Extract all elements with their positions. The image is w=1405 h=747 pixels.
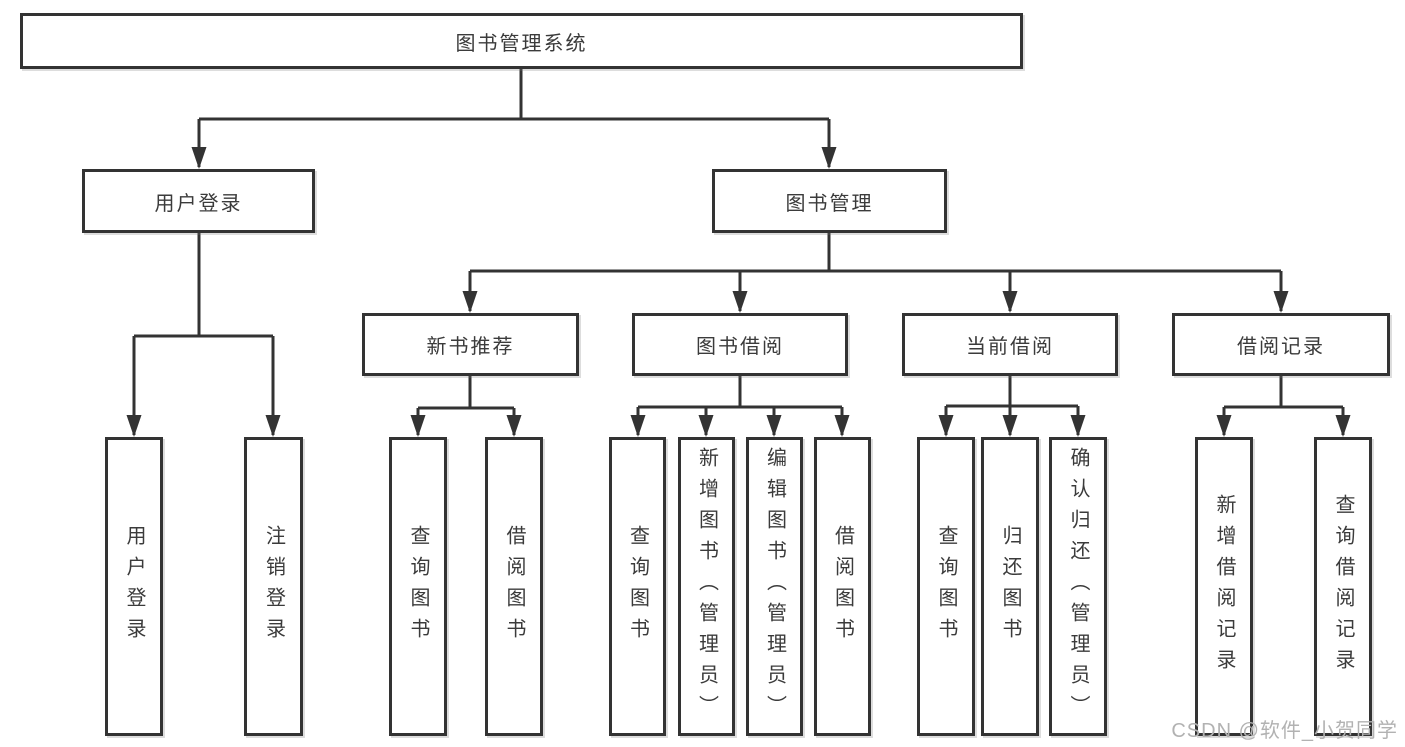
node-query-books-2: 查询图书 — [609, 437, 666, 736]
node-label: 查询借阅记录 — [1332, 493, 1354, 680]
node-user-login-leaf: 用户登录 — [105, 437, 163, 736]
node-label: 图书借阅 — [696, 336, 784, 358]
node-label: 新增借阅记录 — [1213, 493, 1235, 680]
node-return-books: 归还图书 — [981, 437, 1039, 736]
node-book-management: 图书管理 — [712, 169, 947, 233]
node-borrow-books-2: 借阅图书 — [814, 437, 871, 736]
node-confirm-return-admin: 确认归还（管理员） — [1049, 437, 1107, 736]
node-edit-books-admin: 编辑图书（管理员） — [746, 437, 803, 736]
node-label: 图书管理系统 — [455, 32, 588, 55]
node-label: 新书推荐 — [426, 336, 515, 358]
node-label: 查询图书 — [407, 524, 429, 649]
node-query-borrow-record: 查询借阅记录 — [1314, 437, 1372, 736]
node-add-borrow-record: 新增借阅记录 — [1195, 437, 1253, 736]
node-label: 编辑图书（管理员） — [763, 447, 786, 726]
node-label: 注销登录 — [262, 524, 285, 649]
node-borrow-records: 借阅记录 — [1172, 313, 1390, 376]
csdn-watermark: CSDN @软件_小贺同学 — [1171, 720, 1398, 742]
node-label: 借阅图书 — [831, 524, 854, 649]
node-borrow-books-1: 借阅图书 — [485, 437, 543, 736]
node-label: 新增图书（管理员） — [695, 447, 718, 726]
node-label: 借阅图书 — [503, 524, 525, 649]
node-user-login: 用户登录 — [82, 169, 315, 233]
node-label: 查询图书 — [935, 524, 957, 649]
node-label: 用户登录 — [154, 192, 243, 215]
node-query-books-1: 查询图书 — [389, 437, 447, 736]
node-book-borrow: 图书借阅 — [632, 313, 848, 376]
node-add-books-admin: 新增图书（管理员） — [678, 437, 735, 736]
node-label: 确认归还（管理员） — [1067, 447, 1089, 726]
node-label: 图书管理 — [785, 192, 874, 215]
node-current-borrow: 当前借阅 — [902, 313, 1118, 376]
node-logout: 注销登录 — [244, 437, 303, 736]
node-label: 用户登录 — [123, 524, 145, 649]
node-library-system: 图书管理系统 — [20, 13, 1023, 69]
node-query-books-3: 查询图书 — [917, 437, 975, 736]
node-label: 查询图书 — [626, 524, 649, 649]
node-label: 归还图书 — [999, 524, 1021, 649]
node-label: 借阅记录 — [1237, 336, 1325, 358]
node-label: 当前借阅 — [966, 336, 1054, 358]
node-new-book-recommend: 新书推荐 — [362, 313, 579, 376]
